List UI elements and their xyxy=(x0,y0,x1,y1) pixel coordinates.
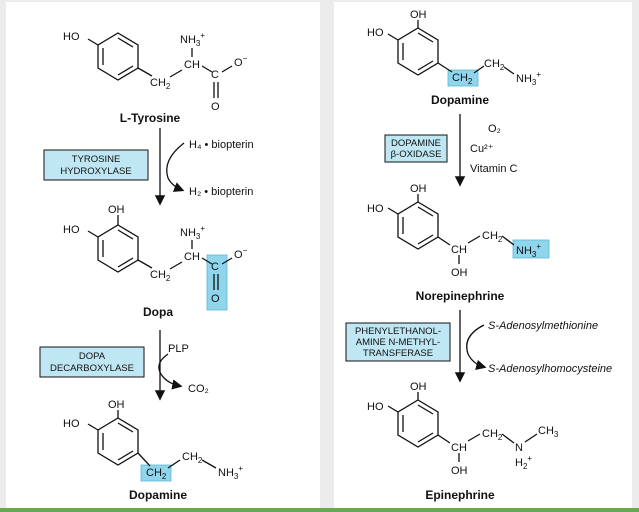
svg-text:CH2: CH2 xyxy=(150,77,171,91)
atom-label: HO xyxy=(367,27,384,39)
atom-label: OH xyxy=(451,267,468,279)
epinephrine-structure: OH HO CH CH2 N CH3 H2+ OH xyxy=(367,381,559,477)
atom-label: OH xyxy=(410,381,427,393)
tyrosine-structure: HO NH3+ CH CH2 C O− O xyxy=(63,31,248,113)
atom-label: O xyxy=(211,293,220,305)
atom-label: N xyxy=(515,442,523,454)
enzyme-label: HYDROXYLASE xyxy=(60,166,131,177)
cofactor-out: H₂ • biopterin xyxy=(189,186,253,198)
enzyme-label: TRANSFERASE xyxy=(363,348,433,359)
atom-label: CH xyxy=(451,244,467,256)
atom-label: O xyxy=(211,101,220,113)
cofactor-in: H₄ • biopterin xyxy=(189,139,254,151)
svg-text:O−: O− xyxy=(234,246,248,261)
svg-text:NH3+: NH3+ xyxy=(218,464,243,481)
atom-label: CH xyxy=(184,59,200,71)
epinephrine-label: Epinephrine xyxy=(425,488,495,502)
dopamine-structure-left: OH HO CH2 CH2 NH3+ xyxy=(63,399,243,482)
cofactor-arrow xyxy=(466,324,487,370)
atom-label: OH xyxy=(108,399,125,411)
atom-label: OH xyxy=(410,183,427,195)
svg-text:CH2: CH2 xyxy=(482,428,503,442)
cofactor-arrow xyxy=(166,142,185,192)
enzyme-label: PHENYLETHANOL- xyxy=(355,326,441,337)
svg-text:O−: O− xyxy=(234,54,248,69)
enzyme-label: DOPAMINE xyxy=(391,138,441,149)
enzyme-label: β-OXIDASE xyxy=(391,149,442,160)
atom-label: OH xyxy=(451,465,468,477)
enzyme-label: DOPA xyxy=(79,351,106,362)
svg-text:CH3: CH3 xyxy=(538,425,559,439)
atom-label: OH xyxy=(410,9,427,21)
svg-text:CH2: CH2 xyxy=(452,72,473,86)
svg-text:NH3+: NH3+ xyxy=(180,31,205,48)
cofactor: Cu²⁺ xyxy=(470,143,494,155)
enzyme-box-pnmt xyxy=(345,322,451,362)
dopamine-structure-right: OH HO CH2 CH2 NH3+ xyxy=(367,9,541,87)
svg-text:CH2: CH2 xyxy=(146,467,167,481)
svg-text:NH3+: NH3+ xyxy=(516,242,541,259)
enzyme-box-dopamine-oxidase xyxy=(384,134,448,163)
right-panel xyxy=(334,2,632,508)
cofactor: Vitamin C xyxy=(470,163,518,175)
enzyme-label: DECARBOXYLASE xyxy=(50,363,134,374)
svg-text:CH2: CH2 xyxy=(150,269,171,283)
dopa-structure: OH HO NH3+ CH CH2 C O− O xyxy=(63,204,248,311)
atom-label: HO xyxy=(63,224,80,236)
enzyme-label: AMINE N-METHYL- xyxy=(356,337,440,348)
atom-label: CH xyxy=(184,251,200,263)
bottom-rule xyxy=(0,508,639,512)
cofactor-in: S-Adenosylmethionine xyxy=(488,320,598,332)
norepinephrine-structure: OH HO CH CH2 NH3+ OH xyxy=(367,183,550,279)
svg-text:CH2: CH2 xyxy=(484,58,505,72)
atom-label: HO xyxy=(367,401,384,413)
svg-text:CH2: CH2 xyxy=(182,451,203,465)
atom-label: HO xyxy=(63,31,80,43)
enzyme-box-tyrosine-hydroxylase xyxy=(43,149,149,181)
tyrosine-label: L-Tyrosine xyxy=(120,111,181,125)
svg-text:NH3+: NH3+ xyxy=(180,224,205,241)
dopamine-label-left: Dopamine xyxy=(129,488,187,502)
enzyme-label: TYROSINE xyxy=(72,154,121,165)
dopamine-label-right: Dopamine xyxy=(431,93,489,107)
enzyme-box-dopa-decarboxylase xyxy=(39,346,145,378)
atom-label: CH xyxy=(451,442,467,454)
cofactor-out: S-Adenosylhomocysteine xyxy=(488,363,612,375)
atom-label: HO xyxy=(63,418,80,430)
svg-text:H2+: H2+ xyxy=(515,454,532,471)
svg-text:CH2: CH2 xyxy=(482,230,503,244)
norepinephrine-label: Norepinephrine xyxy=(416,289,505,303)
dopa-label: Dopa xyxy=(143,305,173,319)
cofactor-arrow xyxy=(158,353,183,390)
atom-label: OH xyxy=(108,204,125,216)
atom-label: HO xyxy=(367,203,384,215)
cofactor: O₂ xyxy=(488,123,501,135)
svg-text:NH3+: NH3+ xyxy=(516,70,541,87)
atom-label: C xyxy=(211,261,219,273)
cofactor-in: PLP xyxy=(168,343,189,355)
cofactor-out: CO₂ xyxy=(188,383,209,395)
left-panel xyxy=(6,2,320,508)
atom-label: C xyxy=(211,69,219,81)
